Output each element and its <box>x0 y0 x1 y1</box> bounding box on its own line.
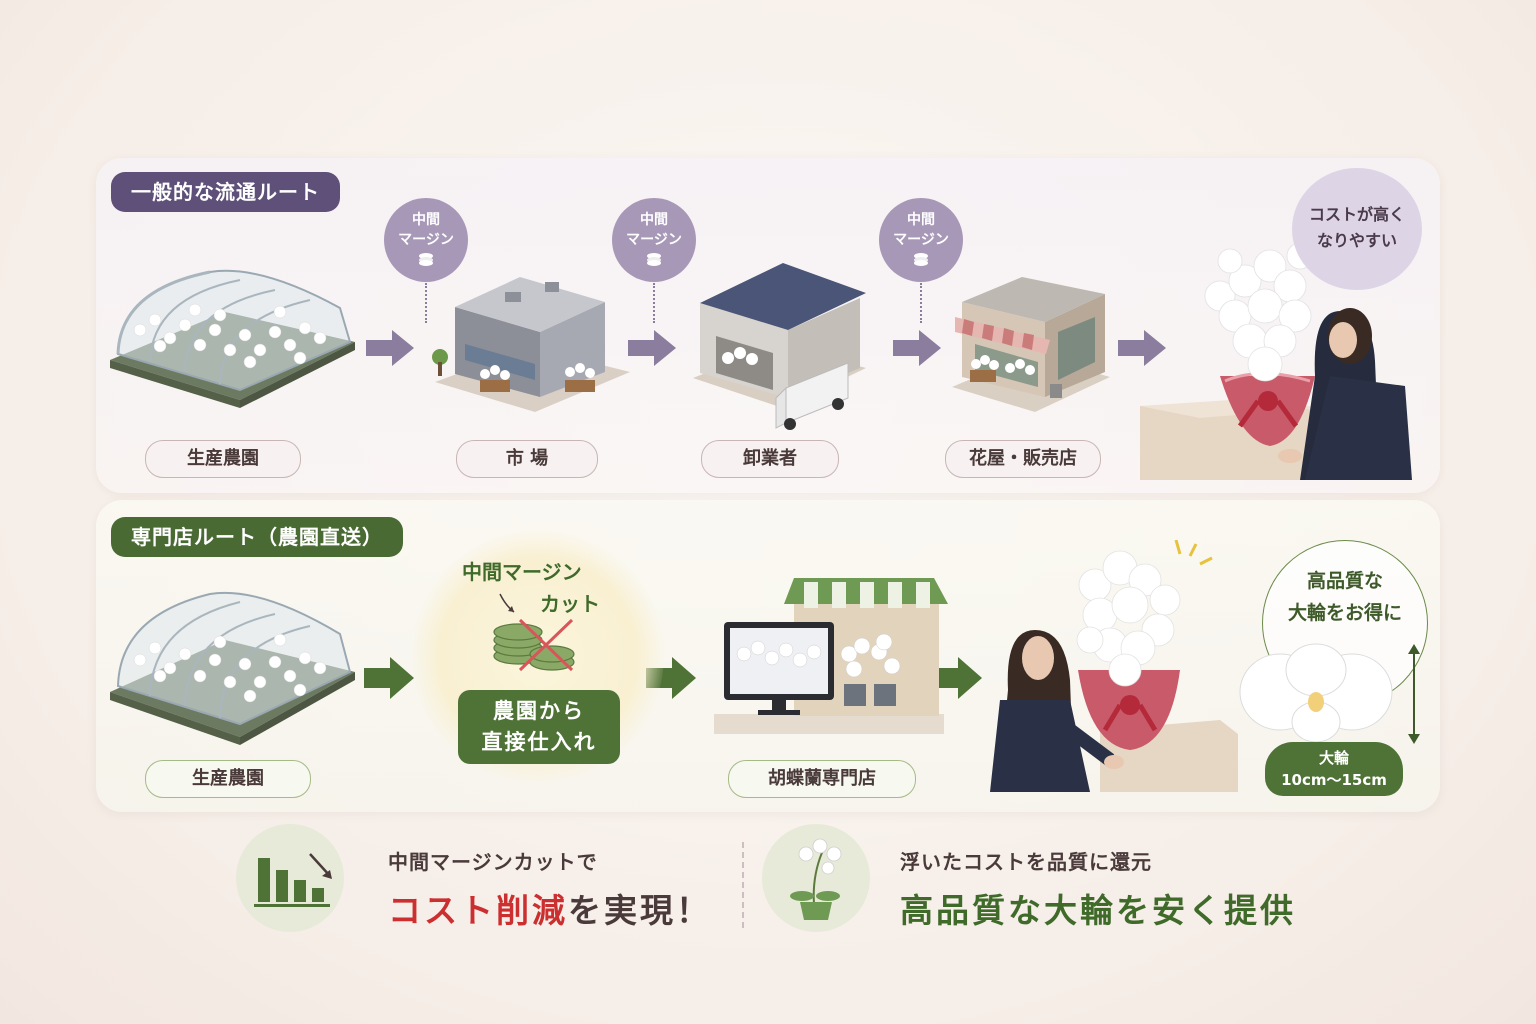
flower-shop-icon <box>952 277 1110 412</box>
arrow-right-icon <box>646 657 696 699</box>
realize-text: を実現！ <box>568 891 712 930</box>
margin-dotline-1 <box>425 283 427 323</box>
greenhouse-icon <box>110 591 355 745</box>
chart-down-icon <box>236 824 344 932</box>
greenhouse-icon <box>110 269 355 408</box>
monitor-shop-icon <box>714 578 948 734</box>
arrow-right-icon <box>366 330 414 366</box>
margin-dotline-3 <box>920 283 922 323</box>
node-farm-general: 生産農園 <box>145 440 301 478</box>
market-building-icon <box>432 277 630 412</box>
footer-divider <box>742 842 744 928</box>
cut-label: カット <box>540 592 600 616</box>
bigflower-size-badge: 大輪 10cm～15cm <box>1265 742 1403 796</box>
feature-right-caption: 浮いたコストを品質に還元 <box>900 850 1152 874</box>
coins-icon <box>914 253 928 266</box>
orchid-gift-icon <box>990 540 1238 792</box>
margin-dotline-2 <box>653 283 655 323</box>
cost-reduction-text: コスト削減 <box>388 891 568 930</box>
margin-bubble-3: 中間 マージン <box>879 198 963 282</box>
coins-icon <box>647 253 661 266</box>
node-specialty-shop: 胡蝶蘭専門店 <box>728 760 916 798</box>
coins-cut-icon <box>493 593 575 672</box>
arrow-right-icon <box>1118 330 1166 366</box>
orchid-pot-icon <box>762 824 870 932</box>
margin-bubble-1: 中間 マージン <box>384 198 468 282</box>
arrow-right-icon <box>893 330 941 366</box>
arrow-right-icon <box>628 330 676 366</box>
margin-bubble-2: 中間 マージン <box>612 198 696 282</box>
coins-icon <box>419 253 433 266</box>
orchid-gift-icon <box>1140 242 1412 480</box>
margin-cut-label: 中間マージン <box>462 560 582 584</box>
arrow-right-icon <box>932 657 982 699</box>
feature-left-headline: コスト削減を実現！ <box>388 884 712 932</box>
node-farm-specialty: 生産農園 <box>145 760 311 798</box>
feature-right-headline: 高品質な大輪を安く提供 <box>900 891 1296 930</box>
node-wholesaler: 卸業者 <box>701 440 839 478</box>
arrow-right-icon <box>364 657 414 699</box>
direct-purchase-box: 農園から 直接仕入れ <box>458 690 620 764</box>
specialty-route-title: 専門店ルート（農園直送） <box>111 517 403 557</box>
cost-high-bubble: コストが高く なりやすい <box>1292 168 1422 290</box>
node-market: 市 場 <box>456 440 598 478</box>
big-orchid-flower-icon <box>1239 643 1420 744</box>
general-route-title: 一般的な流通ルート <box>111 172 340 212</box>
node-flower-shop: 花屋・販売店 <box>945 440 1101 478</box>
warehouse-truck-icon <box>693 263 866 430</box>
feature-left-caption: 中間マージンカットで <box>388 850 598 874</box>
